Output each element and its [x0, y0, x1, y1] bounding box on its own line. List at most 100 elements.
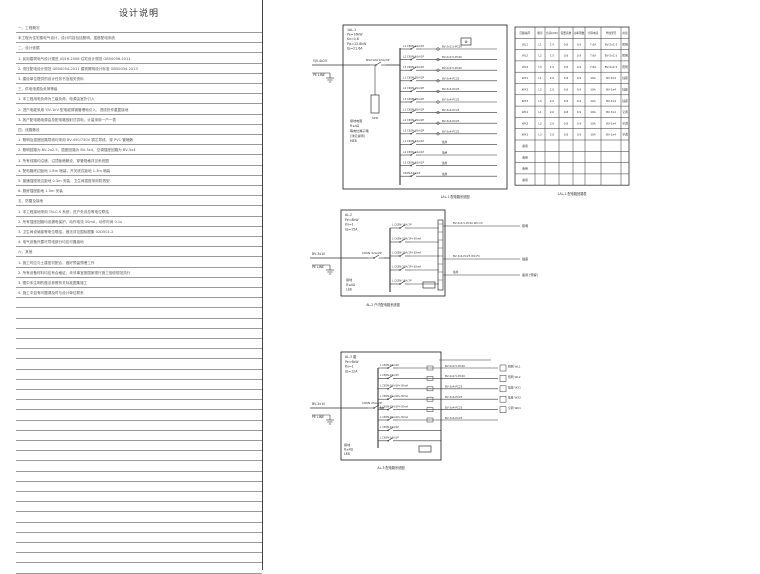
table-header-cell: 导线型号 — [606, 31, 617, 35]
table-cell: BV-3x4 — [606, 110, 616, 114]
outgoing-breaker-pivot — [410, 164, 412, 167]
outgoing-breaker-label: L C65N-20A/1P+30mA — [380, 394, 408, 398]
notes-rule — [16, 113, 262, 115]
notes-rule — [16, 32, 262, 33]
panel-2-header-line: AL-2 — [345, 213, 352, 217]
note-line: 3. 各户配电箱电源由总配电箱放射式供电，计量采用一户一表 — [18, 117, 117, 122]
panel-2-right-label: 插座 — [522, 256, 528, 261]
breaker-contact — [399, 224, 406, 229]
notes-rule — [16, 491, 262, 492]
table-cell: BV-2x2.5 — [605, 54, 618, 58]
table-cell: 0.9 — [577, 54, 582, 58]
breaker-contact — [410, 88, 417, 92]
table-cell: 空调 — [622, 110, 628, 114]
outgoing-breaker-pivot — [410, 122, 412, 124]
note-line: 1. 本工程用电负荷为三级负荷，电源由室外引入 — [18, 97, 95, 102]
outgoing-circuit-label: 备用 — [442, 140, 448, 144]
notes-rule — [16, 338, 262, 339]
table-cell: L2 — [538, 121, 542, 125]
outgoing-circuit-label: BV-2x2.5-PC20 — [442, 55, 462, 59]
outgoing-breaker-label: L1 C65N-16A/1P — [403, 139, 425, 143]
panel-1-caption: 1AL-1 配电箱系统图 — [440, 194, 469, 199]
outgoing-circuit-label: 备用 — [442, 161, 448, 165]
notes-rule — [16, 246, 262, 248]
breaker-contact — [387, 375, 394, 379]
table-cell: L1 — [538, 110, 542, 114]
note-line: 3. 所有线路均沿墙、沿顶板暗敷设，穿管规格详见系统图 — [18, 158, 109, 163]
notes-rule — [16, 287, 262, 288]
table-cell: 0.9 — [577, 133, 582, 137]
panel-2-header-line: Ijs=15A — [345, 227, 358, 231]
note-line: 2. 所有设备材料均应有合格证，未尽事宜按国家现行施工验收规范执行 — [18, 270, 131, 275]
notes-rule — [16, 144, 262, 146]
notes-rule — [16, 327, 262, 329]
note-line: 六、其他 — [18, 250, 33, 255]
table-cell: 插座 — [622, 99, 628, 103]
breaker-contact — [410, 151, 417, 156]
table-cell: 10A — [590, 110, 596, 114]
outgoing-breaker-label: L C65N-20A/1P+30mA — [392, 251, 421, 255]
breaker-contact — [410, 141, 417, 145]
load-device-box — [499, 385, 507, 393]
breaker-contact — [410, 130, 417, 135]
design-notes-panel: 设计说明 一、工程概况本工程为住宅楼电气设计，设计内容包括照明、插座配电系统二、… — [16, 0, 262, 574]
table-cell: 10A — [590, 99, 596, 103]
table-cell: 7.6A — [590, 65, 596, 69]
main-breaker-label: C65N 32A/2P — [362, 251, 382, 255]
outgoing-terminal — [436, 58, 440, 62]
notes-rule — [16, 501, 262, 503]
table-header-cell: 功率因数 — [574, 31, 585, 35]
table-cell: WL2 — [522, 54, 528, 58]
notes-rule — [16, 480, 262, 482]
outgoing-breaker-pivot — [387, 429, 389, 432]
outgoing-breaker-label: L C65N-16A/1P — [392, 279, 412, 283]
outgoing-breaker-label: L2 C65N-20A/2P — [403, 118, 425, 122]
breaker-contact — [387, 427, 394, 431]
outgoing-breaker-pivot — [410, 111, 412, 114]
incoming-sub-label: PE LINE — [312, 415, 324, 419]
panel-3-caption: AL-3 配电箱系统图 — [377, 465, 404, 470]
outgoing-terminal — [436, 121, 440, 125]
notes-rule — [16, 266, 262, 268]
outgoing-breaker-label: L2 C65N-16A/1P — [403, 150, 425, 154]
table-header-cell: 回路编号 — [520, 31, 531, 35]
table-caption: 1AL-1 配电箱回路表 — [557, 191, 587, 196]
notes-rule — [16, 185, 262, 186]
outgoing-circuit-label: BV-3x4-PC25 — [442, 98, 460, 102]
outgoing-breaker-label: L3 C65N-20A/2P — [403, 129, 425, 133]
panel-1-header-line: Pe=16kW — [347, 33, 363, 37]
outgoing-breaker-label: L2 C65N-16A/1P — [403, 54, 425, 58]
outgoing-breaker-pivot — [410, 58, 412, 61]
panel-2-lower-note: R≤4Ω — [346, 283, 356, 287]
panel-3-meter-box — [418, 445, 432, 453]
incoming-label: BV-3x10 — [312, 252, 325, 256]
outgoing-breaker-pivot — [410, 154, 412, 156]
table-cell: 2.0 — [550, 76, 555, 80]
table-cell: WL3 — [522, 65, 528, 69]
panel-3-header-line: Pe=6kW — [345, 360, 359, 364]
panel-3-lower-note: R≤4Ω — [344, 448, 354, 452]
panel-1-frame — [342, 24, 508, 190]
load-device-box — [499, 375, 507, 382]
breaker-contact — [410, 45, 417, 50]
notes-rule — [16, 93, 262, 95]
notes-rule — [16, 562, 262, 564]
panel-2-header-line: Kx=1 — [345, 223, 354, 227]
panel-2-lower-note: LEB — [346, 288, 352, 292]
notes-rule — [16, 52, 262, 54]
panel-2-circuit-label: BV-2x2.5-PC20 WC.CC — [453, 221, 483, 225]
panel-3-header-line: Kx=1 — [345, 365, 354, 369]
table-cell: 2.0 — [550, 121, 555, 125]
notes-rule — [16, 429, 262, 431]
table-cell: 0.8 — [564, 76, 569, 80]
note-line: 6. 厨房插座距地 1.5m 安装 — [18, 189, 63, 194]
breaker-contact — [410, 119, 417, 124]
note-line: 1. 施工时应与土建密切配合，做好预留预埋工作 — [18, 260, 95, 265]
table-cell: 7.6A — [590, 54, 596, 58]
table-cell: 0.8 — [564, 42, 569, 46]
panel-2-meter-box — [422, 281, 436, 289]
breaker-contact — [410, 109, 417, 113]
breaker-contact — [410, 66, 417, 71]
panel-2-right-label: 照明 — [522, 224, 528, 228]
notes-rule — [16, 154, 262, 156]
